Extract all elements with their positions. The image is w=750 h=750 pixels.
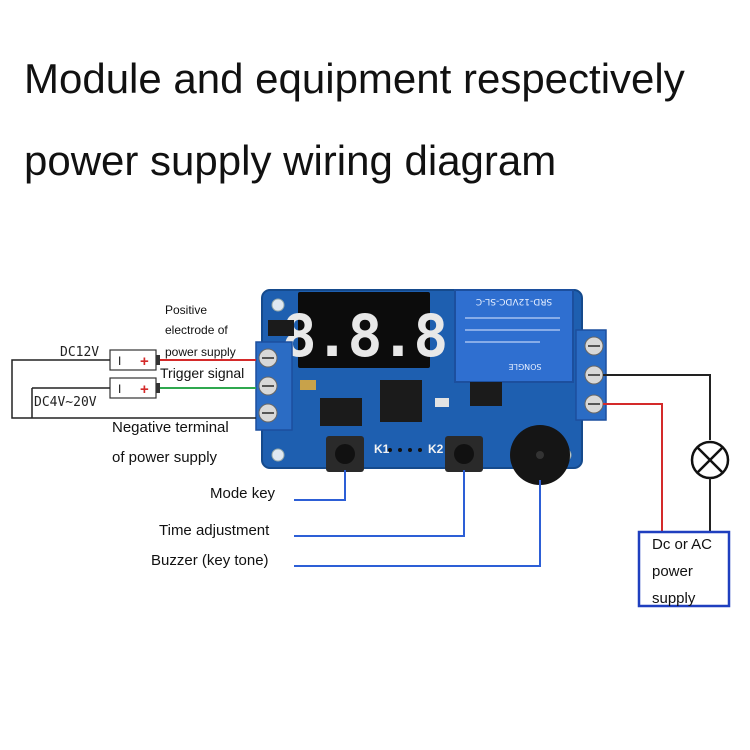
relay-model: SRD-12VDC-SL-C	[476, 296, 552, 306]
diode	[470, 382, 502, 406]
title-line-1: Module and equipment respectively	[24, 55, 685, 102]
negative-label-2: of power supply	[112, 449, 218, 466]
k2-label: K2	[428, 442, 444, 456]
load-wire-red	[603, 403, 663, 532]
dc4v20v-label: DC4V~20V	[34, 395, 97, 410]
battery-minus-label: I	[118, 354, 121, 368]
relay: SRD-12VDC-SL-C SONGLE	[454, 289, 574, 383]
time-adjustment-label: Time adjustment	[159, 522, 270, 539]
time-adjust-leader	[294, 470, 465, 537]
right-terminal-block	[575, 329, 607, 421]
title-line-2: power supply wiring diagram	[24, 137, 557, 184]
negative-wire	[11, 359, 256, 419]
lamp-icon	[690, 440, 730, 480]
dc12v-label: DC12V	[60, 345, 99, 360]
mount-hole	[271, 298, 285, 312]
microcontroller-chip	[380, 380, 422, 422]
left-terminal-block	[255, 341, 293, 431]
positive-label-1: Positive	[165, 303, 207, 317]
relay-module-board: 8.8.8 SRD-12VDC-SL-C SONGLE K1 K2	[261, 289, 583, 485]
k1-button[interactable]	[326, 436, 364, 472]
load-wire-black	[603, 374, 711, 440]
battery-minus-label: I	[118, 382, 121, 396]
mode-key-label: Mode key	[210, 485, 276, 502]
positive-label-3: power supply	[165, 345, 236, 359]
supply-box-line-1: Dc or AC	[652, 536, 713, 553]
display-digits: 8.8.8	[282, 302, 447, 370]
negative-label-1: Negative terminal	[112, 419, 229, 436]
buzzer-leader	[294, 480, 541, 567]
relay-brand: SONGLE	[508, 362, 541, 371]
buzzer-label: Buzzer (key tone)	[151, 552, 269, 569]
smd-component	[268, 320, 294, 336]
power-supply-box	[637, 530, 731, 608]
mount-hole	[271, 448, 285, 462]
battery-plus-label: +	[140, 353, 149, 370]
supply-box-line-3: supply	[652, 590, 696, 607]
trigger-signal-label: Trigger signal	[160, 365, 244, 381]
mode-key-leader	[294, 470, 346, 501]
k2-button[interactable]	[445, 436, 483, 472]
left-wiring: I + I + DC12V DC4V~20V	[11, 345, 256, 419]
dc4v20v-battery	[109, 377, 157, 399]
battery-plus-label: +	[140, 381, 149, 398]
dc12v-battery	[109, 349, 157, 371]
seven-segment-display	[298, 292, 430, 368]
supply-box-line-2: power	[652, 563, 693, 580]
positive-label-2: electrode of	[165, 323, 228, 337]
k1-label: K1	[374, 442, 390, 456]
transistor-chip	[320, 398, 362, 426]
